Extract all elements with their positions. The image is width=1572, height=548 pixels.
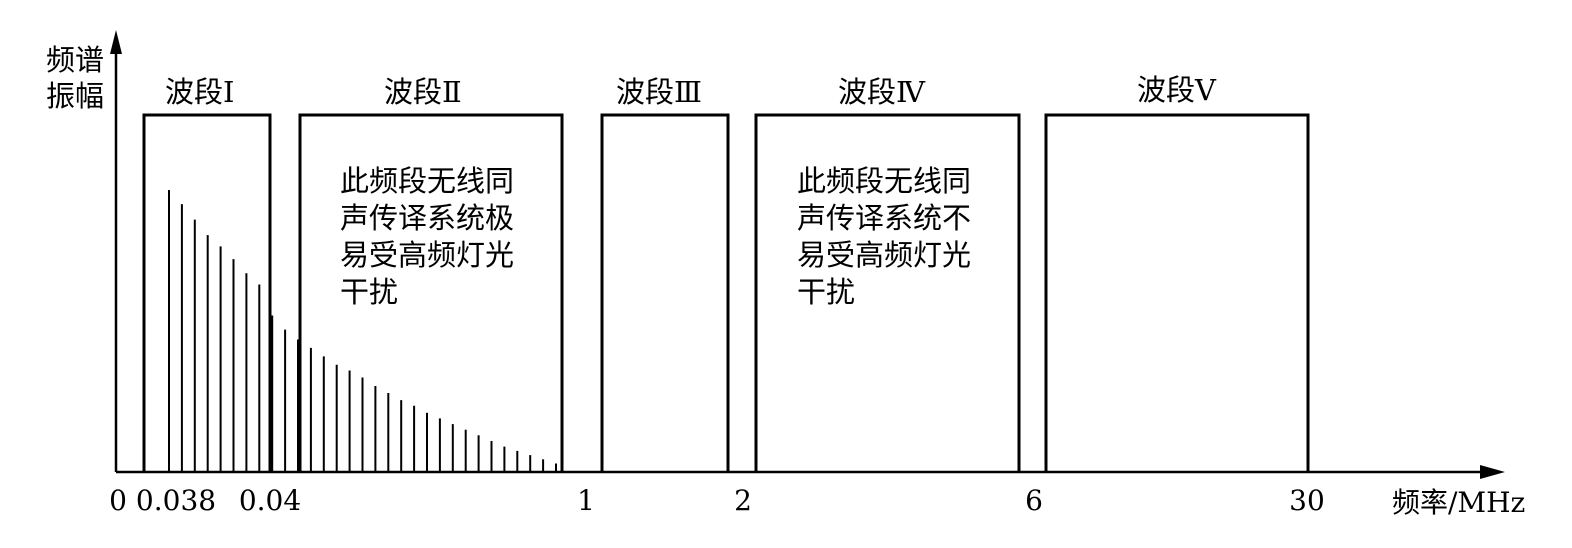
band-2-frame — [298, 113, 564, 472]
tick-label-0: 0 — [109, 484, 127, 517]
band-4-annotation: 此频段无线同 声传译系统不 易受高频灯光 干扰 — [797, 163, 971, 311]
band-2-annotation-line: 声传译系统极 — [340, 201, 515, 235]
band-3-label: 波段Ⅲ — [616, 75, 702, 109]
tick-label-2: 2 — [734, 484, 752, 517]
band-4-annotation-line: 干扰 — [797, 275, 856, 309]
band-1-label: 波段Ⅰ — [165, 75, 235, 109]
band-2-label: 波段Ⅱ — [384, 75, 462, 109]
band-5-frame — [1044, 113, 1310, 472]
band-2-annotation-line: 此频段无线同 — [340, 164, 515, 198]
tick-label-0-04: 0.04 — [238, 484, 302, 517]
tick-label-1: 1 — [577, 484, 595, 517]
y-axis-label: 频谱 振幅 — [46, 42, 104, 114]
band-4-annotation-line: 此频段无线同 — [797, 164, 972, 198]
band-5-label: 波段Ⅴ — [1137, 73, 1216, 107]
x-axis-arrow — [1480, 465, 1505, 479]
band-3-frame — [600, 113, 730, 472]
band-2-annotation: 此频段无线同 声传译系统极 易受高频灯光 干扰 — [340, 163, 514, 311]
y-axis-arrow — [110, 30, 122, 54]
band-4-frame — [754, 113, 1021, 472]
band-4-annotation-line: 声传译系统不 — [797, 201, 972, 235]
spectral-lines — [168, 190, 557, 472]
band-2-annotation-line: 干扰 — [340, 275, 399, 309]
band-4-annotation-line: 易受高频灯光 — [797, 238, 972, 272]
y-axis-label-line-2: 振幅 — [46, 79, 105, 113]
x-axis-label: 频率/MHz — [1392, 486, 1526, 519]
tick-label-30: 30 — [1289, 484, 1325, 517]
y-axis-label-line-1: 频谱 — [46, 43, 105, 77]
tick-label-0-038: 0.038 — [135, 484, 217, 517]
band-1-frame — [142, 113, 272, 472]
band-2-annotation-line: 易受高频灯光 — [340, 238, 515, 272]
band-4-label: 波段Ⅳ — [838, 75, 925, 109]
tick-label-6: 6 — [1025, 484, 1043, 517]
